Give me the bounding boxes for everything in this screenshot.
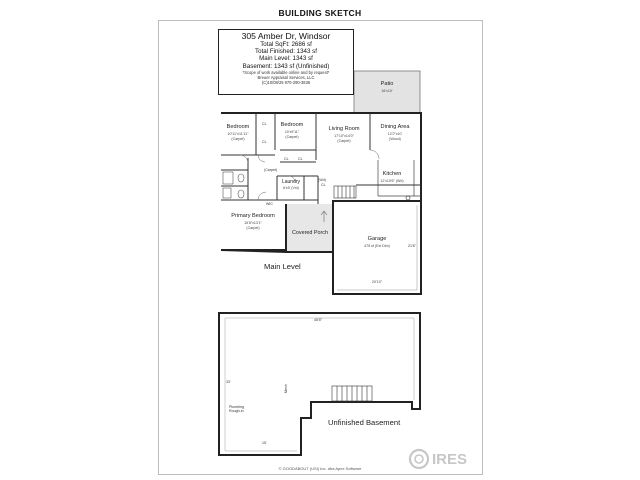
interior-walls [221,113,421,204]
scope-note: *Scope of work available online and by r… [242,69,330,75]
basement-depth: 33' [226,380,231,384]
kitchen-size: 12'x10'6" (Wd) [380,179,404,183]
ires-logo-watermark: IRES [408,448,467,470]
closet-tag-5: CL [321,183,326,187]
main-level-title: Main Level [264,262,301,271]
patio-label: Patio [380,81,394,87]
patio-area [353,70,421,114]
sketch-sheet [158,20,483,475]
closet-tag-4: CL [298,157,303,161]
porch-area [286,204,333,252]
basement-stairs [331,385,373,402]
garage-label: Garage [367,236,387,242]
page-title: BUILDING SKETCH [278,8,362,18]
living-room-size: 17'10"x14'0" [334,134,354,138]
basement-level-title: Unfinished Basement [328,418,401,427]
bedroom-1-size: 10'11"x11'11" [227,132,249,136]
basement-area: Basement: 1343 sf (Unfinished) [242,62,330,70]
primary-bedroom-size: 15'8"x13'1" [244,221,262,225]
bath-fixtures [222,171,245,199]
property-address: 305 Amber Dr, Windsor [241,31,331,41]
primary-bedroom-label: Primary Bedroom [231,213,275,219]
dining-area-floor: (Wood) [389,137,401,141]
garage-size: 475 sf (Ext Dim) [364,244,390,248]
bedroom-2-floor: (Carpet) [285,135,299,139]
dining-area-size: 12'2"x10' [387,132,403,136]
living-room-label: Living Room [328,126,360,132]
bedroom-2-size: 10'x9'11" [284,130,300,134]
total-finished: Total Finished: 1343 sf [255,48,317,56]
mechanical-label: Mech [284,384,288,393]
living-room-floor: (Carpet) [337,139,351,143]
garage-outline [332,200,422,295]
kitchen-counters [377,160,421,201]
entry-arrow [320,210,328,222]
hall-floor-tag: (Carpet) [264,168,278,172]
bedroom-1-floor: (Carpet) [231,137,245,141]
basement-dimensions [224,317,415,452]
basement-width: 48'8" [314,318,322,322]
walk-in-closet-tag: WIC [266,202,273,206]
garage-width: 20'10" [372,280,382,284]
door-swings [239,149,380,201]
closet-tag-2: CL [262,140,267,144]
kitchen-label: Kitchen [382,171,402,177]
closet-tag-1: CL [262,122,267,126]
entry-floor-tag: (Wd) [318,178,326,182]
bedroom-1-label: Bedroom [226,124,250,130]
closet-tag-3: CL [284,157,289,161]
primary-bedroom-floor: (Carpet) [246,226,260,230]
main-stairs [333,185,357,199]
plumbing-label: Plumbing Rough-in [229,405,244,414]
appraiser-contact: (C)10/08/25 970-290-3836 [261,79,311,85]
laundry-label: Laundry [281,179,301,185]
software-copyright: © GOODABOUT (USI) Inc. dba Apex Software [278,466,362,471]
main-level-area: Main Level: 1343 sf [259,55,313,63]
patio-size: 16'x10' [381,89,393,93]
garage-depth: 21'6" [408,244,416,248]
total-sqft: Total SqFt: 2686 sf [260,41,312,48]
property-info-box: 305 Amber Dr, Windsor Total SqFt: 2686 s… [218,29,354,95]
basement-short-wall: 15' [262,441,267,445]
svg-text:IRES: IRES [432,451,467,468]
basement-outline [218,312,421,456]
appraiser-name: Breuer Appraisal Services, LLC [257,74,315,80]
garage-dimensions [337,205,418,291]
bedroom-2-label: Bedroom [280,122,304,128]
laundry-size: 6'x5' (Vnl) [283,186,299,190]
dining-area-label: Dining Area [380,124,410,130]
covered-porch-label: Covered Porch [292,230,328,236]
